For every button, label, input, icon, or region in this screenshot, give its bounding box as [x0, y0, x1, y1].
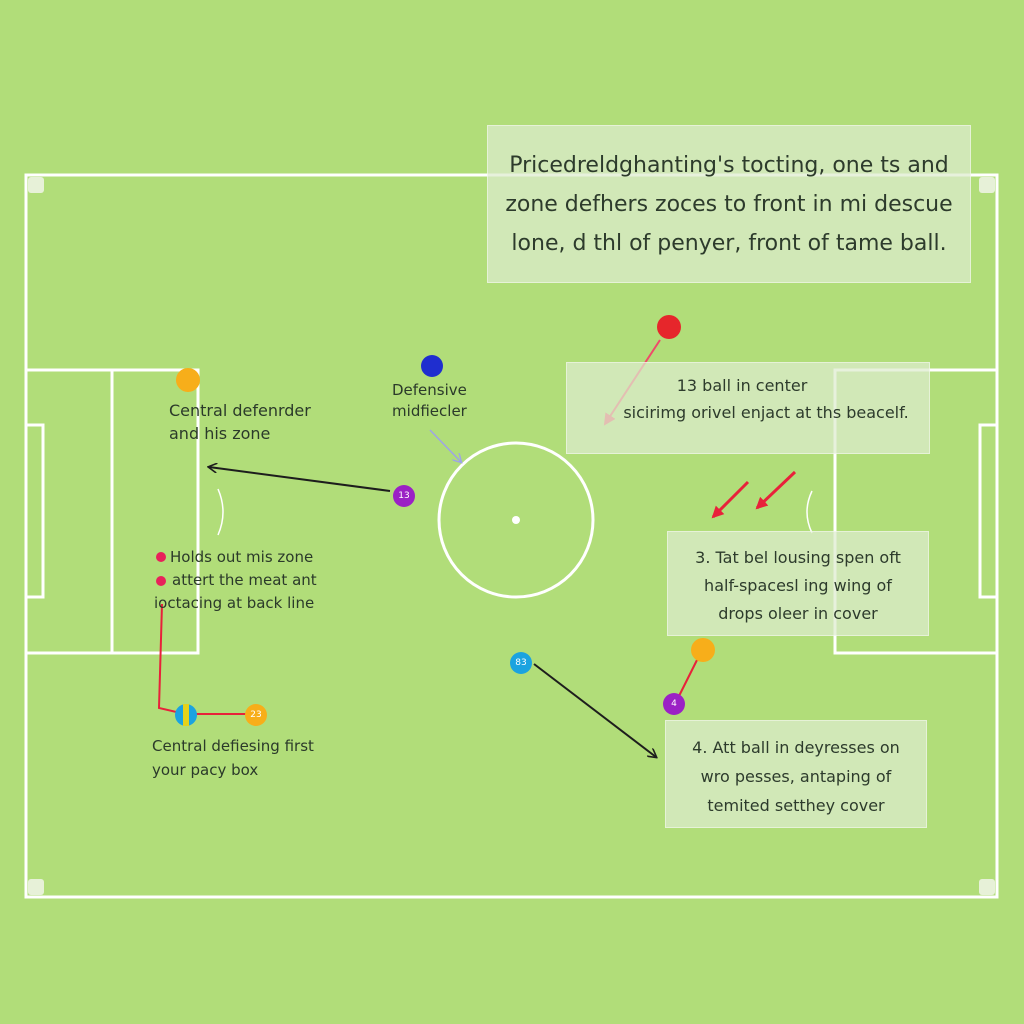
player-striped	[175, 704, 197, 726]
label-holds-zone-line-2: attert the meat ant	[172, 571, 317, 589]
player-cyan-low-number: 83	[515, 658, 526, 668]
label-defensive-midfielder: Defensive midfiecler	[392, 380, 467, 422]
label-central-defiesing: Central defiesing first your pacy box	[152, 734, 314, 782]
goal-area-left	[24, 423, 45, 599]
penalty-arc-left	[217, 488, 224, 536]
box-four-line-1: 4. Att ball in deyresses on	[692, 738, 900, 757]
box-four-line-3: temited setthey cover	[707, 796, 885, 815]
top-box-line-1: Pricedreldghanting's tocting, one ts and	[509, 153, 949, 178]
box-ball-center-line-2: sicirimg orivel enjact at ths beacelf.	[623, 403, 909, 422]
player-purple-mid-number: 13	[398, 491, 409, 501]
box-four-line-2: wro pesses, antaping of	[700, 767, 892, 786]
bullet-pink-1	[156, 552, 166, 562]
label-central-defender-line-2: and his zone	[169, 424, 271, 443]
player-red-top	[657, 315, 681, 339]
corner-mark-top-left	[28, 177, 44, 193]
label-holds-zone-line-3: ioctacing at back line	[154, 594, 315, 612]
box-three-line-3: drops oleer in cover	[718, 604, 878, 623]
label-defensive-midfielder-line-2: midfiecler	[392, 402, 467, 420]
corner-marks	[28, 177, 995, 895]
annotation-box-four: 4. Att ball in deyresses on wro pesses, …	[665, 720, 927, 828]
box-ball-center-line-1: 13 ball in center	[676, 376, 808, 395]
player-defensive-midfielder	[421, 355, 443, 377]
player-purple-mid	[393, 485, 415, 507]
corner-mark-bottom-left	[28, 879, 44, 895]
bullet-pink-2	[156, 576, 166, 586]
center-spot	[512, 516, 520, 524]
goal-area-right	[978, 423, 999, 599]
box-three-line-2: half-spacesl ing wing of	[704, 576, 892, 595]
red-path-left	[157, 603, 248, 715]
box-three-line-1: 3. Tat bel lousing spen oft	[695, 548, 901, 567]
label-holds-zone: Holds out mis zone attert the meat ant i…	[154, 546, 317, 615]
label-central-defiesing-line-1: Central defiesing first	[152, 737, 314, 755]
label-holds-zone-line-1: Holds out mis zone	[170, 548, 314, 566]
label-central-defiesing-line-2: your pacy box	[152, 761, 259, 779]
player-central-defender	[176, 368, 200, 392]
player-orange-bottom-number: 23	[250, 710, 261, 720]
player-purple-right-number: 4	[671, 699, 677, 709]
player-purple-right	[663, 693, 685, 715]
arrow-red-right-1	[711, 480, 750, 519]
top-box-line-3: lone, d thl of penyer, front of tame bal…	[511, 231, 947, 256]
arrow-defensive-mid	[429, 429, 461, 462]
annotation-box-ball-center: 13 ball in center sicirimg orivel enjact…	[566, 362, 930, 454]
top-explanation-box: Pricedreldghanting's tocting, one ts and…	[487, 125, 971, 283]
arrow-pass-left	[209, 467, 391, 492]
label-central-defender: Central defenrder and his zone	[169, 399, 311, 445]
red-connector-right	[676, 657, 699, 701]
top-box-line-2: zone defhers zoces to front in mi descue	[505, 192, 953, 217]
pitch-lines	[24, 173, 999, 899]
arrow-red-right-2	[755, 470, 797, 510]
player-orange-right	[691, 638, 715, 662]
label-defensive-midfielder-line-1: Defensive	[392, 381, 467, 399]
arrow-pass-bottom	[533, 663, 656, 757]
label-central-defender-line-1: Central defenrder	[169, 401, 311, 420]
corner-mark-top-right	[979, 177, 995, 193]
center-circle	[437, 441, 595, 599]
player-cyan-low	[510, 652, 532, 674]
annotation-box-three: 3. Tat bel lousing spen oft half-spacesl…	[667, 531, 929, 636]
corner-mark-bottom-right	[979, 879, 995, 895]
penalty-arc-right	[806, 490, 813, 534]
player-orange-bottom	[245, 704, 267, 726]
